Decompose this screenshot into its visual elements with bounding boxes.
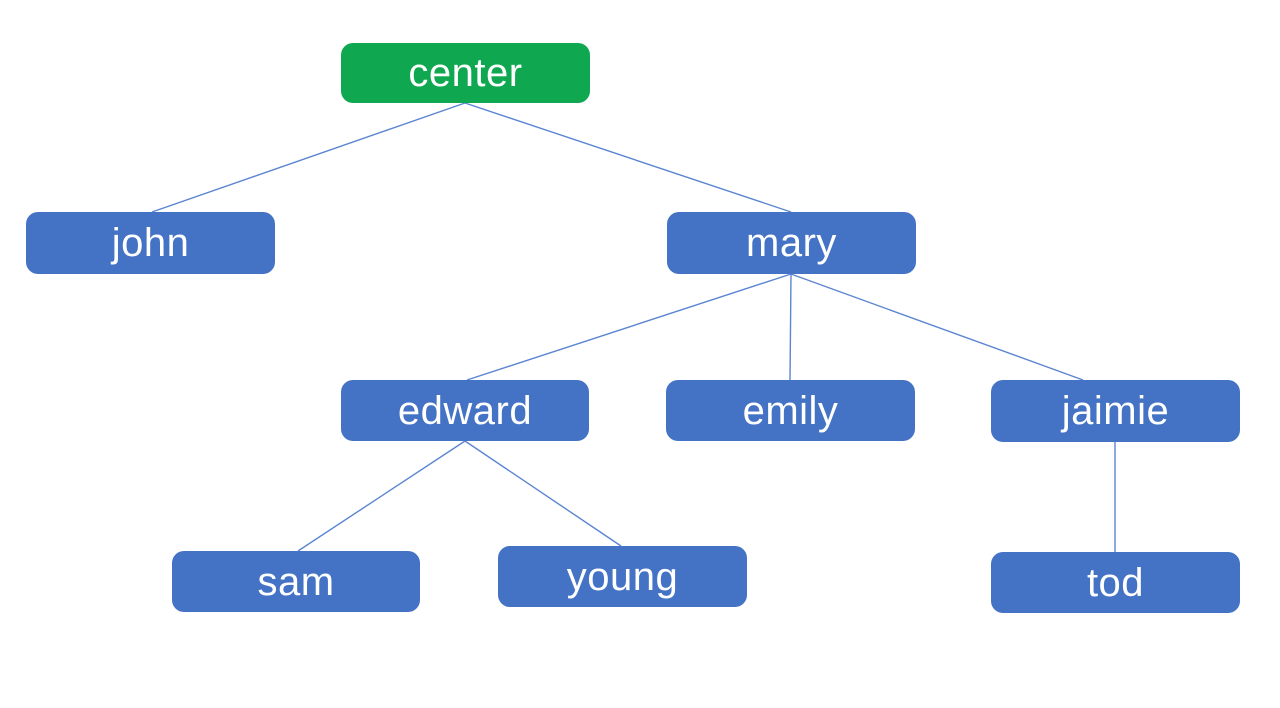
edge-center-john bbox=[151, 102, 466, 213]
node-emily[interactable]: emily bbox=[666, 380, 915, 441]
node-john[interactable]: john bbox=[26, 212, 275, 274]
node-mary[interactable]: mary bbox=[667, 212, 916, 274]
node-tod[interactable]: tod bbox=[991, 552, 1240, 613]
node-label: emily bbox=[742, 388, 839, 433]
edge-mary-edward bbox=[466, 273, 792, 381]
node-label: tod bbox=[1086, 560, 1145, 605]
node-label: john bbox=[111, 221, 190, 265]
node-label: edward bbox=[397, 388, 533, 433]
node-young[interactable]: young bbox=[498, 546, 747, 607]
node-jaimie[interactable]: jaimie bbox=[991, 380, 1240, 442]
edge-mary-emily bbox=[789, 273, 792, 381]
edge-edward-young bbox=[464, 440, 622, 547]
node-label: mary bbox=[746, 221, 837, 265]
node-edward[interactable]: edward bbox=[341, 380, 589, 441]
node-center[interactable]: center bbox=[341, 43, 590, 103]
node-label: young bbox=[566, 554, 679, 599]
node-label: sam bbox=[257, 559, 335, 604]
edge-edward-sam bbox=[297, 440, 466, 552]
node-sam[interactable]: sam bbox=[172, 551, 420, 612]
edge-center-mary bbox=[464, 102, 792, 213]
edge-mary-jaimie bbox=[790, 273, 1084, 381]
node-label: jaimie bbox=[1061, 389, 1170, 433]
node-label: center bbox=[408, 51, 523, 95]
